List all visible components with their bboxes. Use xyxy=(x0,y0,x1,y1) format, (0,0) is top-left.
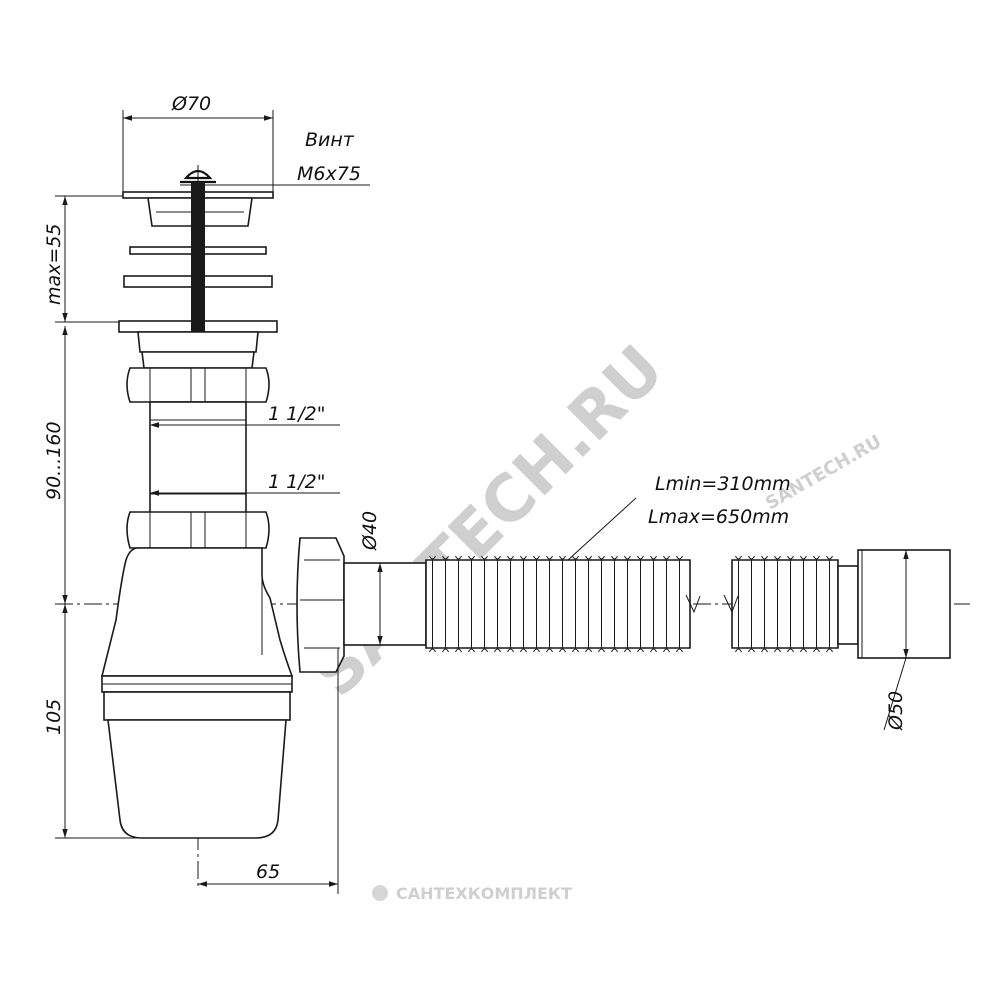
label-mount-thickness: max=55 xyxy=(43,224,65,306)
dim-outlet-offset: 65 xyxy=(198,648,339,894)
hose-rib xyxy=(813,555,820,653)
dim-bottle-height: 105 xyxy=(43,604,142,839)
hose-rib xyxy=(663,555,670,653)
watermark-brand-logo: САНТЕХКОМПЛЕКТ xyxy=(372,884,572,903)
hose-rib xyxy=(598,555,605,653)
dim-hose-end-diameter: Ø50 xyxy=(883,550,909,731)
hose-rib xyxy=(585,555,592,653)
hose-rib xyxy=(774,555,781,653)
hose-end-adapter xyxy=(837,549,951,659)
outlet-union-nut xyxy=(296,537,345,673)
hose-rib xyxy=(507,555,514,653)
hose-rib xyxy=(676,555,683,653)
watermark-brand: САНТЕХКОМПЛЕКТ xyxy=(396,884,572,903)
hose-rib xyxy=(533,555,540,653)
corrugated-hose-left xyxy=(425,555,691,653)
dim-outlet-diameter: Ø40 xyxy=(359,511,383,645)
corrugated-hose-right xyxy=(731,555,839,653)
dim-hose-length: Lmin=310mm Lmax=650mm xyxy=(567,473,791,561)
dim-height-range: 90...160 xyxy=(43,326,68,604)
dim-mount-thickness: max=55 xyxy=(43,195,123,323)
dim-connection-bottom: 1 1/2" xyxy=(150,471,340,496)
hose-rib xyxy=(468,555,475,653)
hose-rib xyxy=(520,555,527,653)
label-bottle-height: 105 xyxy=(43,699,65,735)
tailpiece-body xyxy=(137,331,259,369)
label-hose-end-diameter: Ø50 xyxy=(885,691,907,731)
hose-rib xyxy=(442,555,449,653)
bottle-trap-body xyxy=(100,547,294,839)
hose-rib xyxy=(787,555,794,653)
label-screw-size: М6х75 xyxy=(297,163,361,185)
hose-rib xyxy=(481,555,488,653)
label-connection-bottom: 1 1/2" xyxy=(268,471,325,493)
hose-rib xyxy=(624,555,631,653)
hose-rib xyxy=(572,555,579,653)
dim-drain-diameter: Ø70 xyxy=(122,93,274,192)
lower-union-nut xyxy=(126,511,270,549)
hose-rib xyxy=(826,555,833,653)
label-outlet-diameter: Ø40 xyxy=(359,511,381,551)
hose-rib xyxy=(455,555,462,653)
vertical-pipe xyxy=(149,401,247,515)
hose-rib xyxy=(429,555,436,653)
upper-union-nut xyxy=(126,367,270,403)
hose-rib xyxy=(546,555,553,653)
dim-screw: Винт М6х75 xyxy=(180,129,370,186)
hose-rib xyxy=(735,555,742,653)
hose-rib xyxy=(611,555,618,653)
hose-rib xyxy=(494,555,501,653)
label-drain-diameter: Ø70 xyxy=(171,93,211,115)
watermark-diagonal: SANTECH.RU xyxy=(299,332,678,711)
dim-connection-top: 1 1/2" xyxy=(150,403,340,428)
hose-rib xyxy=(559,555,566,653)
label-hose-length-min: Lmin=310mm xyxy=(655,473,791,495)
mounting-washers xyxy=(118,245,278,333)
hose-rib xyxy=(650,555,657,653)
hose-rib xyxy=(637,555,644,653)
label-screw: Винт xyxy=(305,129,355,151)
label-connection-top: 1 1/2" xyxy=(268,403,325,425)
hose-rib xyxy=(761,555,768,653)
label-outlet-offset: 65 xyxy=(256,861,280,883)
label-hose-length-max: Lmax=650mm xyxy=(648,506,789,528)
label-height-range: 90...160 xyxy=(43,421,65,500)
outlet-pipe xyxy=(343,562,427,646)
hose-rib xyxy=(748,555,755,653)
hose-break-marks xyxy=(685,594,739,614)
hose-rib xyxy=(800,555,807,653)
